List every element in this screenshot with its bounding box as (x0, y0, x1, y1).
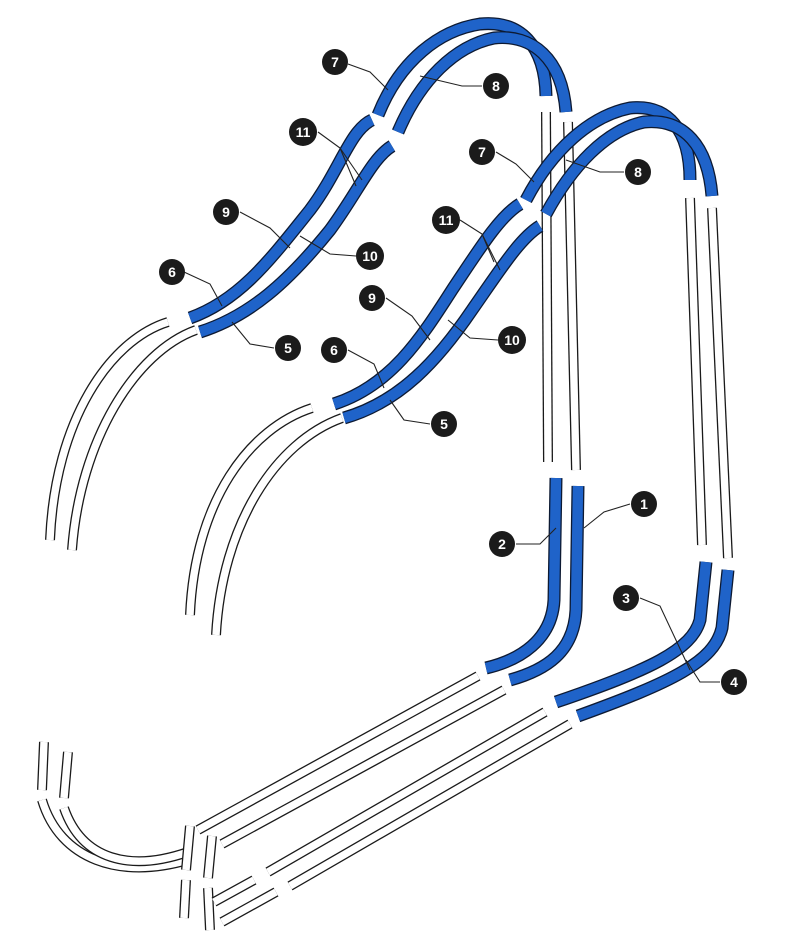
callout-8-back: 8 (483, 73, 509, 99)
callout-label: 11 (439, 212, 454, 228)
back-top-arch-inner (197, 31, 573, 339)
callout-5-back: 5 (275, 335, 301, 361)
callout-label: 9 (368, 290, 376, 306)
front-left-arch-strips (185, 403, 344, 636)
front-bottom-long-strips (265, 707, 573, 891)
callout-11-front: 11 (432, 206, 460, 234)
callout-5-front: 5 (431, 411, 457, 437)
callout-2: 2 (489, 531, 515, 557)
callout-label: 8 (492, 78, 500, 94)
bottom-short-strips (211, 875, 279, 927)
callout-label: 6 (168, 264, 176, 280)
callout-11-back: 11 (289, 118, 317, 146)
callout-10-back: 10 (356, 242, 384, 270)
callout-6-front: 6 (321, 337, 347, 363)
callout-3: 3 (613, 585, 639, 611)
callout-7-back: 7 (322, 49, 348, 75)
blue-strips (187, 17, 735, 723)
callout-1: 1 (631, 491, 657, 517)
callout-9-front: 9 (359, 285, 385, 311)
callout-label: 2 (498, 536, 506, 552)
back-bottom-long-strips (195, 671, 507, 849)
callout-label: 9 (222, 204, 230, 220)
callout-label: 4 (730, 674, 738, 690)
back-left-arch-strips (45, 317, 198, 551)
callout-label: 11 (296, 124, 311, 140)
callout-label: 3 (622, 590, 630, 606)
callout-label: 10 (504, 332, 520, 348)
callout-8-front: 8 (625, 159, 651, 185)
callout-label: 10 (362, 248, 378, 264)
callouts: 7 8 11 9 10 6 5 7 8 11 9 (159, 49, 747, 695)
callout-7-front: 7 (469, 139, 495, 165)
white-strips (37, 111, 733, 931)
bottom-left-corner-strips (37, 741, 190, 873)
front-right-vertical-strips (685, 197, 733, 559)
callout-label: 7 (478, 144, 486, 160)
front-top-arch-inner (342, 115, 719, 425)
callout-label: 6 (330, 342, 338, 358)
bottom-left-vertical-stubs (179, 825, 217, 931)
leader-lines (183, 63, 720, 683)
callout-label: 7 (331, 54, 339, 70)
callout-6-back: 6 (159, 259, 185, 285)
callout-10-front: 10 (498, 326, 526, 354)
back-right-corner-strips (484, 477, 585, 687)
callout-label: 5 (440, 416, 448, 432)
callout-label: 5 (284, 340, 292, 356)
callout-4: 4 (721, 669, 747, 695)
callout-9-back: 9 (213, 199, 239, 225)
front-right-corner-strips (553, 561, 735, 723)
callout-label: 1 (640, 496, 648, 512)
callout-label: 8 (634, 164, 642, 180)
